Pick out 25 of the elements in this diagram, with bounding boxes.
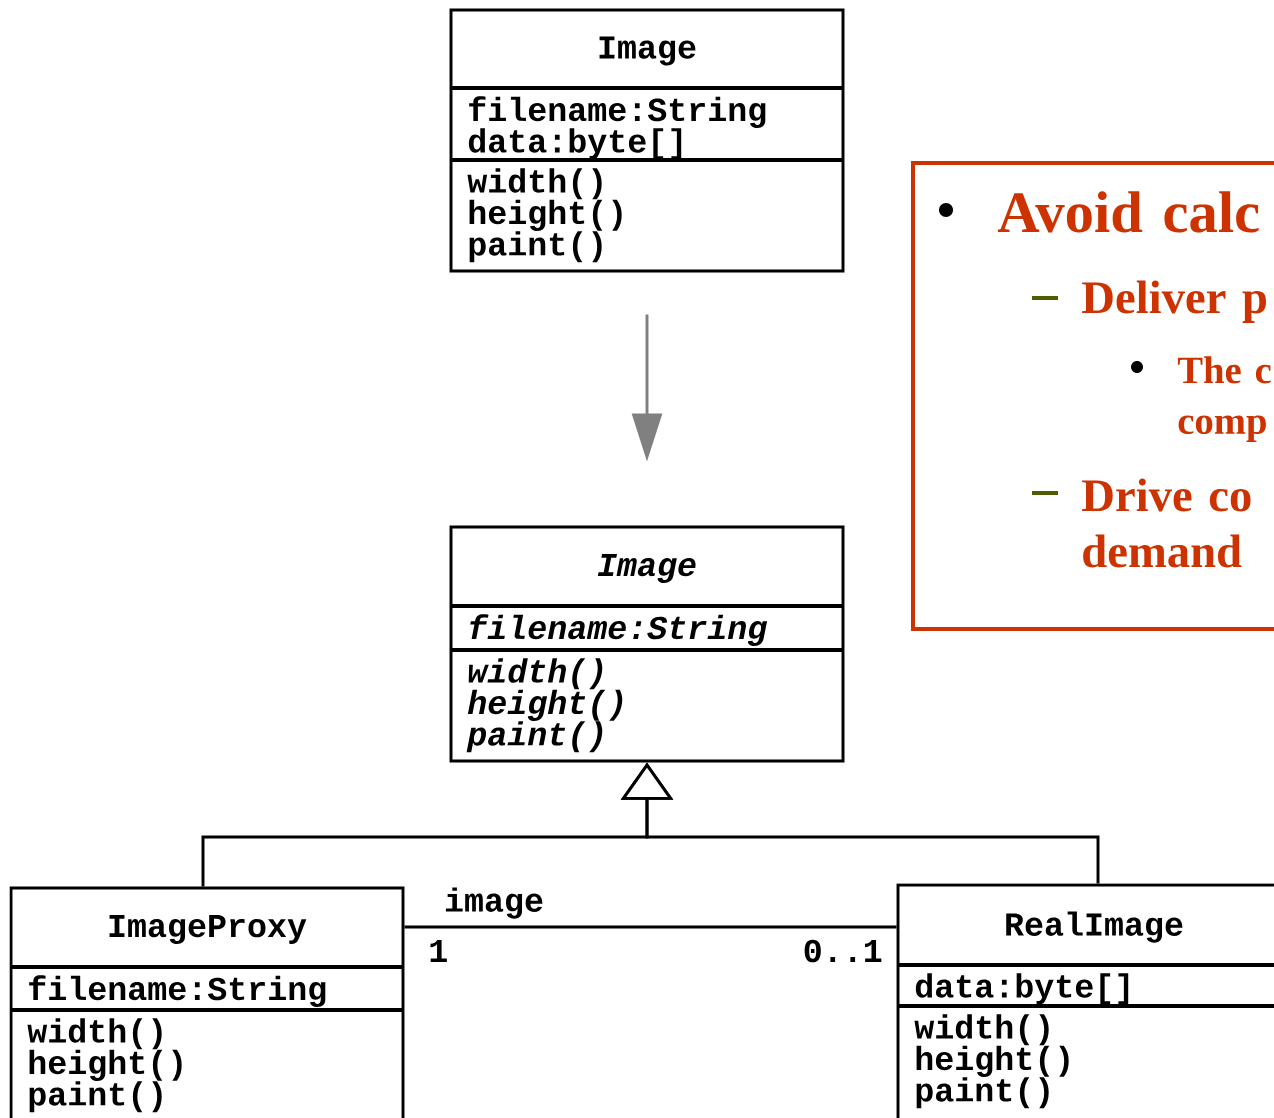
multiplicity: 1 xyxy=(430,940,447,962)
attribute-list: filename:String data:byte[] xyxy=(468,96,766,160)
class-name: ImageProxy xyxy=(109,915,307,945)
bullet-text: Avoid calc xyxy=(997,191,1259,233)
multiplicity: 0..1 xyxy=(804,939,882,963)
association-line xyxy=(404,925,897,929)
method-list: width() height() paint() xyxy=(27,1018,182,1113)
class-box xyxy=(9,886,405,1118)
bullet-text: The c comp xyxy=(1177,356,1271,442)
class-name: Image xyxy=(597,554,696,583)
bullet-text: Drive co demand xyxy=(1082,478,1251,568)
class-name: Image xyxy=(599,36,696,66)
class-box xyxy=(449,525,845,763)
edge-label: image xyxy=(442,886,546,920)
method-list: width() height() paint() xyxy=(466,658,623,753)
attribute-list: filename:String xyxy=(470,614,768,646)
method-list: width() height() paint() xyxy=(914,1014,1069,1109)
text-panel xyxy=(911,161,1274,631)
attribute-list: data:byte[] xyxy=(915,973,1129,1005)
bullet-text: Deliver p xyxy=(1082,280,1266,323)
class-name: RealImage xyxy=(1006,911,1183,943)
attribute-list: filename:String xyxy=(29,975,326,1007)
class-box xyxy=(449,8,845,273)
class-box xyxy=(896,883,1274,1118)
method-list: width() height() paint() xyxy=(467,168,622,263)
